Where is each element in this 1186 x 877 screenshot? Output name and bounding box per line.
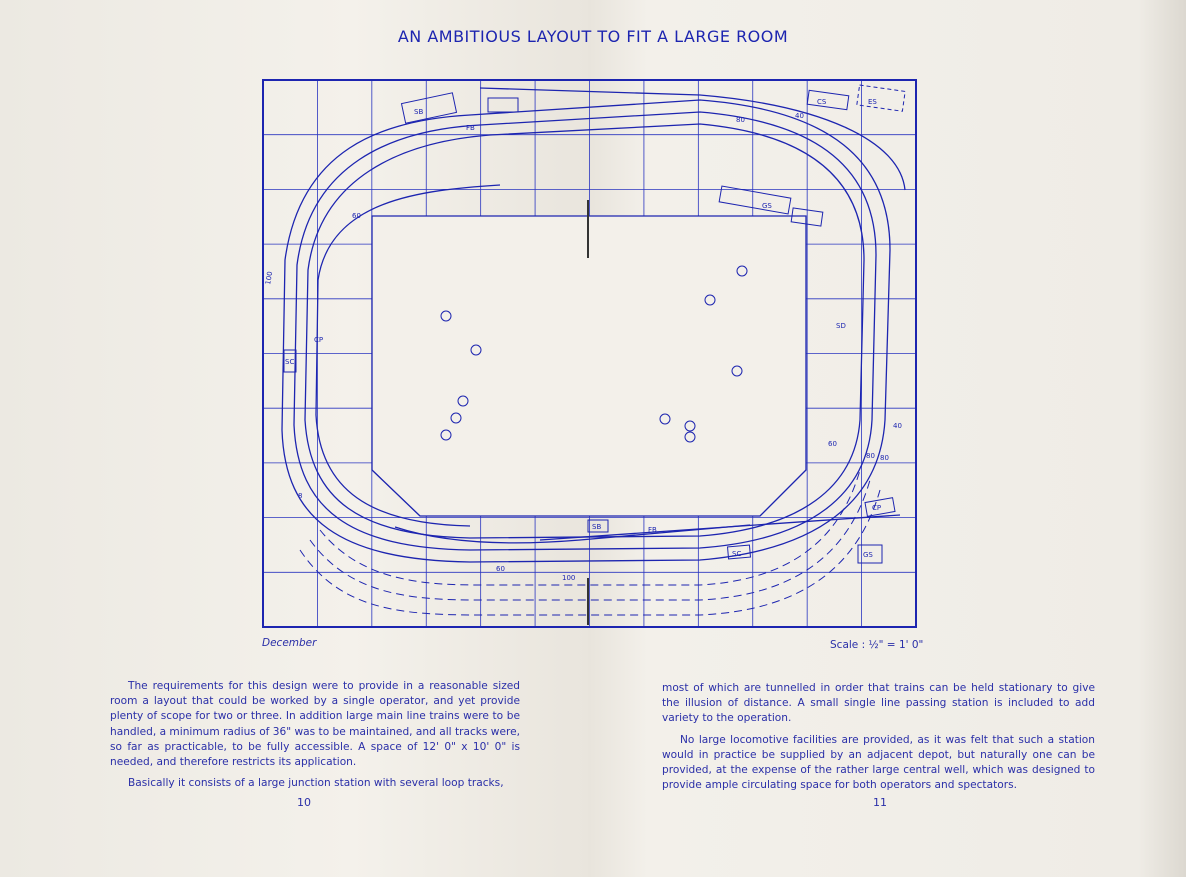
label-cp: CP [314,336,323,344]
label-100-bottom: 100 [562,574,575,582]
label-gs-bottom: GS [863,551,873,559]
tracks [281,87,906,563]
label-80-right: 80 [866,452,875,460]
left-body-text: The requirements for this design were to… [110,679,520,797]
buildings [283,84,906,564]
label-100: 100 [264,271,274,286]
label-60-bottom: 60 [496,565,505,573]
page-number-right: 11 [873,796,887,809]
label-60: 60 [352,212,361,220]
label-gs: GS [762,202,772,210]
paragraph: The requirements for this design were to… [110,680,520,769]
baseboard-outline [262,79,917,628]
right-body-text: most of which are tunnelled in order tha… [662,681,1095,799]
tunnel-tracks [299,469,881,616]
label-fb: FB [466,124,475,132]
label-fb-bottom: FB [648,526,657,534]
label-sb-bottom: SB [592,523,601,531]
label-signal-box: SB [414,108,423,116]
label-40: 40 [795,112,804,120]
label-es: ES [868,98,877,106]
month-caption: December [262,637,317,649]
label-80: 80 [736,116,745,124]
paragraph: Basically it consists of a large junctio… [128,777,504,790]
label-cs: CS [817,98,827,106]
scale-label: Scale : ½" = 1' 0" [830,639,924,651]
label-40-right: 40 [893,422,902,430]
label-sc-bottom: SC [732,550,741,558]
page-number-left: 10 [297,796,311,809]
page-title: AN AMBITIOUS LAYOUT TO FIT A LARGE ROOM [397,27,789,46]
paragraph: most of which are tunnelled in order tha… [662,682,1095,725]
central-well [371,215,807,517]
paragraph: No large locomotive facilities are provi… [662,733,1095,792]
label-80-right-2: 80 [880,454,889,462]
label-sd: SD [836,322,846,330]
column-markers [440,265,748,443]
label-sc: SC [285,358,294,366]
label-cp-right: CP [872,504,881,512]
label-8: 8 [298,492,302,500]
label-60-right: 60 [828,440,837,448]
